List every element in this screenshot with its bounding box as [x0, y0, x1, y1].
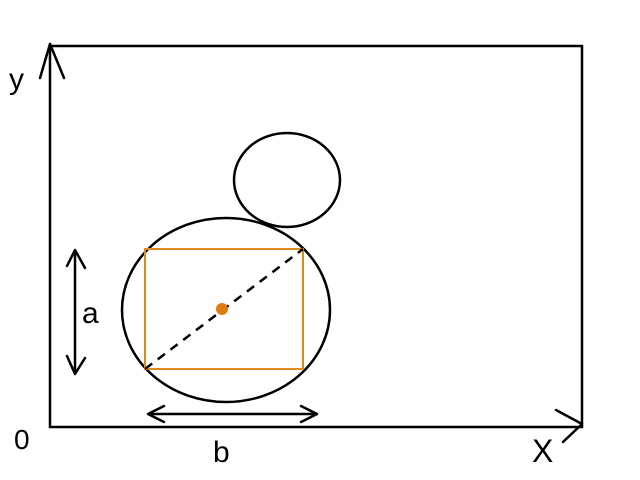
x-axis-label: X [532, 433, 553, 469]
y-axis-arrowhead [38, 42, 66, 80]
origin-label: 0 [14, 424, 30, 455]
width-dimension-label: b [213, 436, 230, 469]
small-circle [232, 131, 342, 229]
inscribed-rectangle [144, 248, 304, 370]
width-dimension-arrow [146, 404, 319, 424]
height-dimension-label: a [82, 297, 99, 330]
height-dimension-arrow [65, 248, 87, 376]
x-axis-arrowhead [554, 408, 584, 444]
frame [48, 42, 584, 429]
center-point [216, 303, 228, 315]
large-circle [120, 216, 332, 404]
y-axis-label: y [9, 63, 24, 96]
